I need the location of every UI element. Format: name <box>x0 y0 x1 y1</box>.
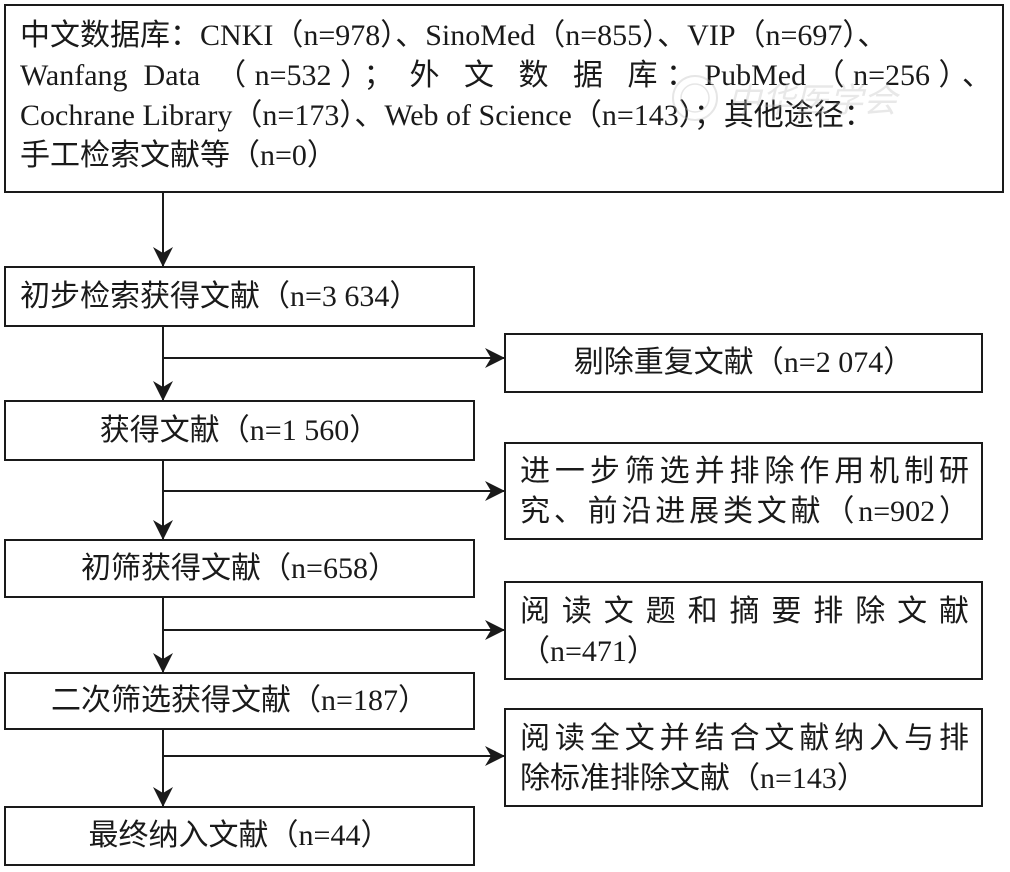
exclusion-duplicates-label: 剔除重复文献（n=2 074） <box>573 346 914 379</box>
step-initial-screening: 初筛获得文献（n=658） <box>4 539 475 598</box>
step-obtained-label: 获得文献（n=1 560） <box>99 413 380 447</box>
sources-line-1: 中文数据库：CNKI（n=978）、SinoMed（n=855）、VIP（n=6… <box>20 19 888 52</box>
watermark-text: 中华医学会 <box>727 81 901 121</box>
exclusion-title-abstract: 阅 读 文 题 和 摘 要 排 除 文 献 （n=471） <box>504 581 983 680</box>
exclusion-mechanism-line-1: 进一步筛选并排除作用机制研 <box>520 455 969 488</box>
exclusion-mechanism-studies: 进一步筛选并排除作用机制研 究、前沿进展类文献（n=902） <box>504 442 983 540</box>
exclusion-title-abstract-line-2: （n=471） <box>520 635 657 668</box>
exclusion-full-text-line-2: 除标准排除文献（n=143） <box>520 762 867 795</box>
exclusion-mechanism-line-2: 究、前沿进展类文献（n=902） <box>520 495 969 528</box>
exclusion-full-text-line-1: 阅读全文并结合文献纳入与排 <box>520 722 969 755</box>
step-initial-search: 初步检索获得文献（n=3 634） <box>4 266 475 327</box>
sources-box: 中文数据库：CNKI（n=978）、SinoMed（n=855）、VIP（n=6… <box>4 4 1004 193</box>
sources-line-4: 手工检索文献等（n=0） <box>20 139 337 172</box>
step-final-included-label: 最终纳入文献（n=44） <box>88 819 391 852</box>
exclusion-duplicates: 剔除重复文献（n=2 074） <box>504 333 983 393</box>
step-obtained: 获得文献（n=1 560） <box>4 400 475 461</box>
step-final-included: 最终纳入文献（n=44） <box>4 806 475 866</box>
exclusion-title-abstract-line-1: 阅 读 文 题 和 摘 要 排 除 文 献 <box>520 595 969 628</box>
watermark-seal: 中华医学会 <box>672 75 901 121</box>
exclusion-full-text: 阅读全文并结合文献纳入与排 除标准排除文献（n=143） <box>504 708 983 807</box>
sources-line-3: Cochrane Library（n=173）、Web of Science（n… <box>20 99 874 132</box>
step-second-screening-label: 二次筛选获得文献（n=187） <box>51 684 428 717</box>
sources-line-2: Wanfang Data （n=532）； 外 文 数 据 库：PubMed（n… <box>20 59 992 92</box>
step-second-screening: 二次筛选获得文献（n=187） <box>4 672 475 730</box>
sources-text: 中文数据库：CNKI（n=978）、SinoMed（n=855）、VIP（n=6… <box>20 16 992 176</box>
step-initial-screening-label: 初筛获得文献（n=658） <box>81 551 398 585</box>
step-initial-search-label: 初步检索获得文献（n=3 634） <box>20 279 420 313</box>
